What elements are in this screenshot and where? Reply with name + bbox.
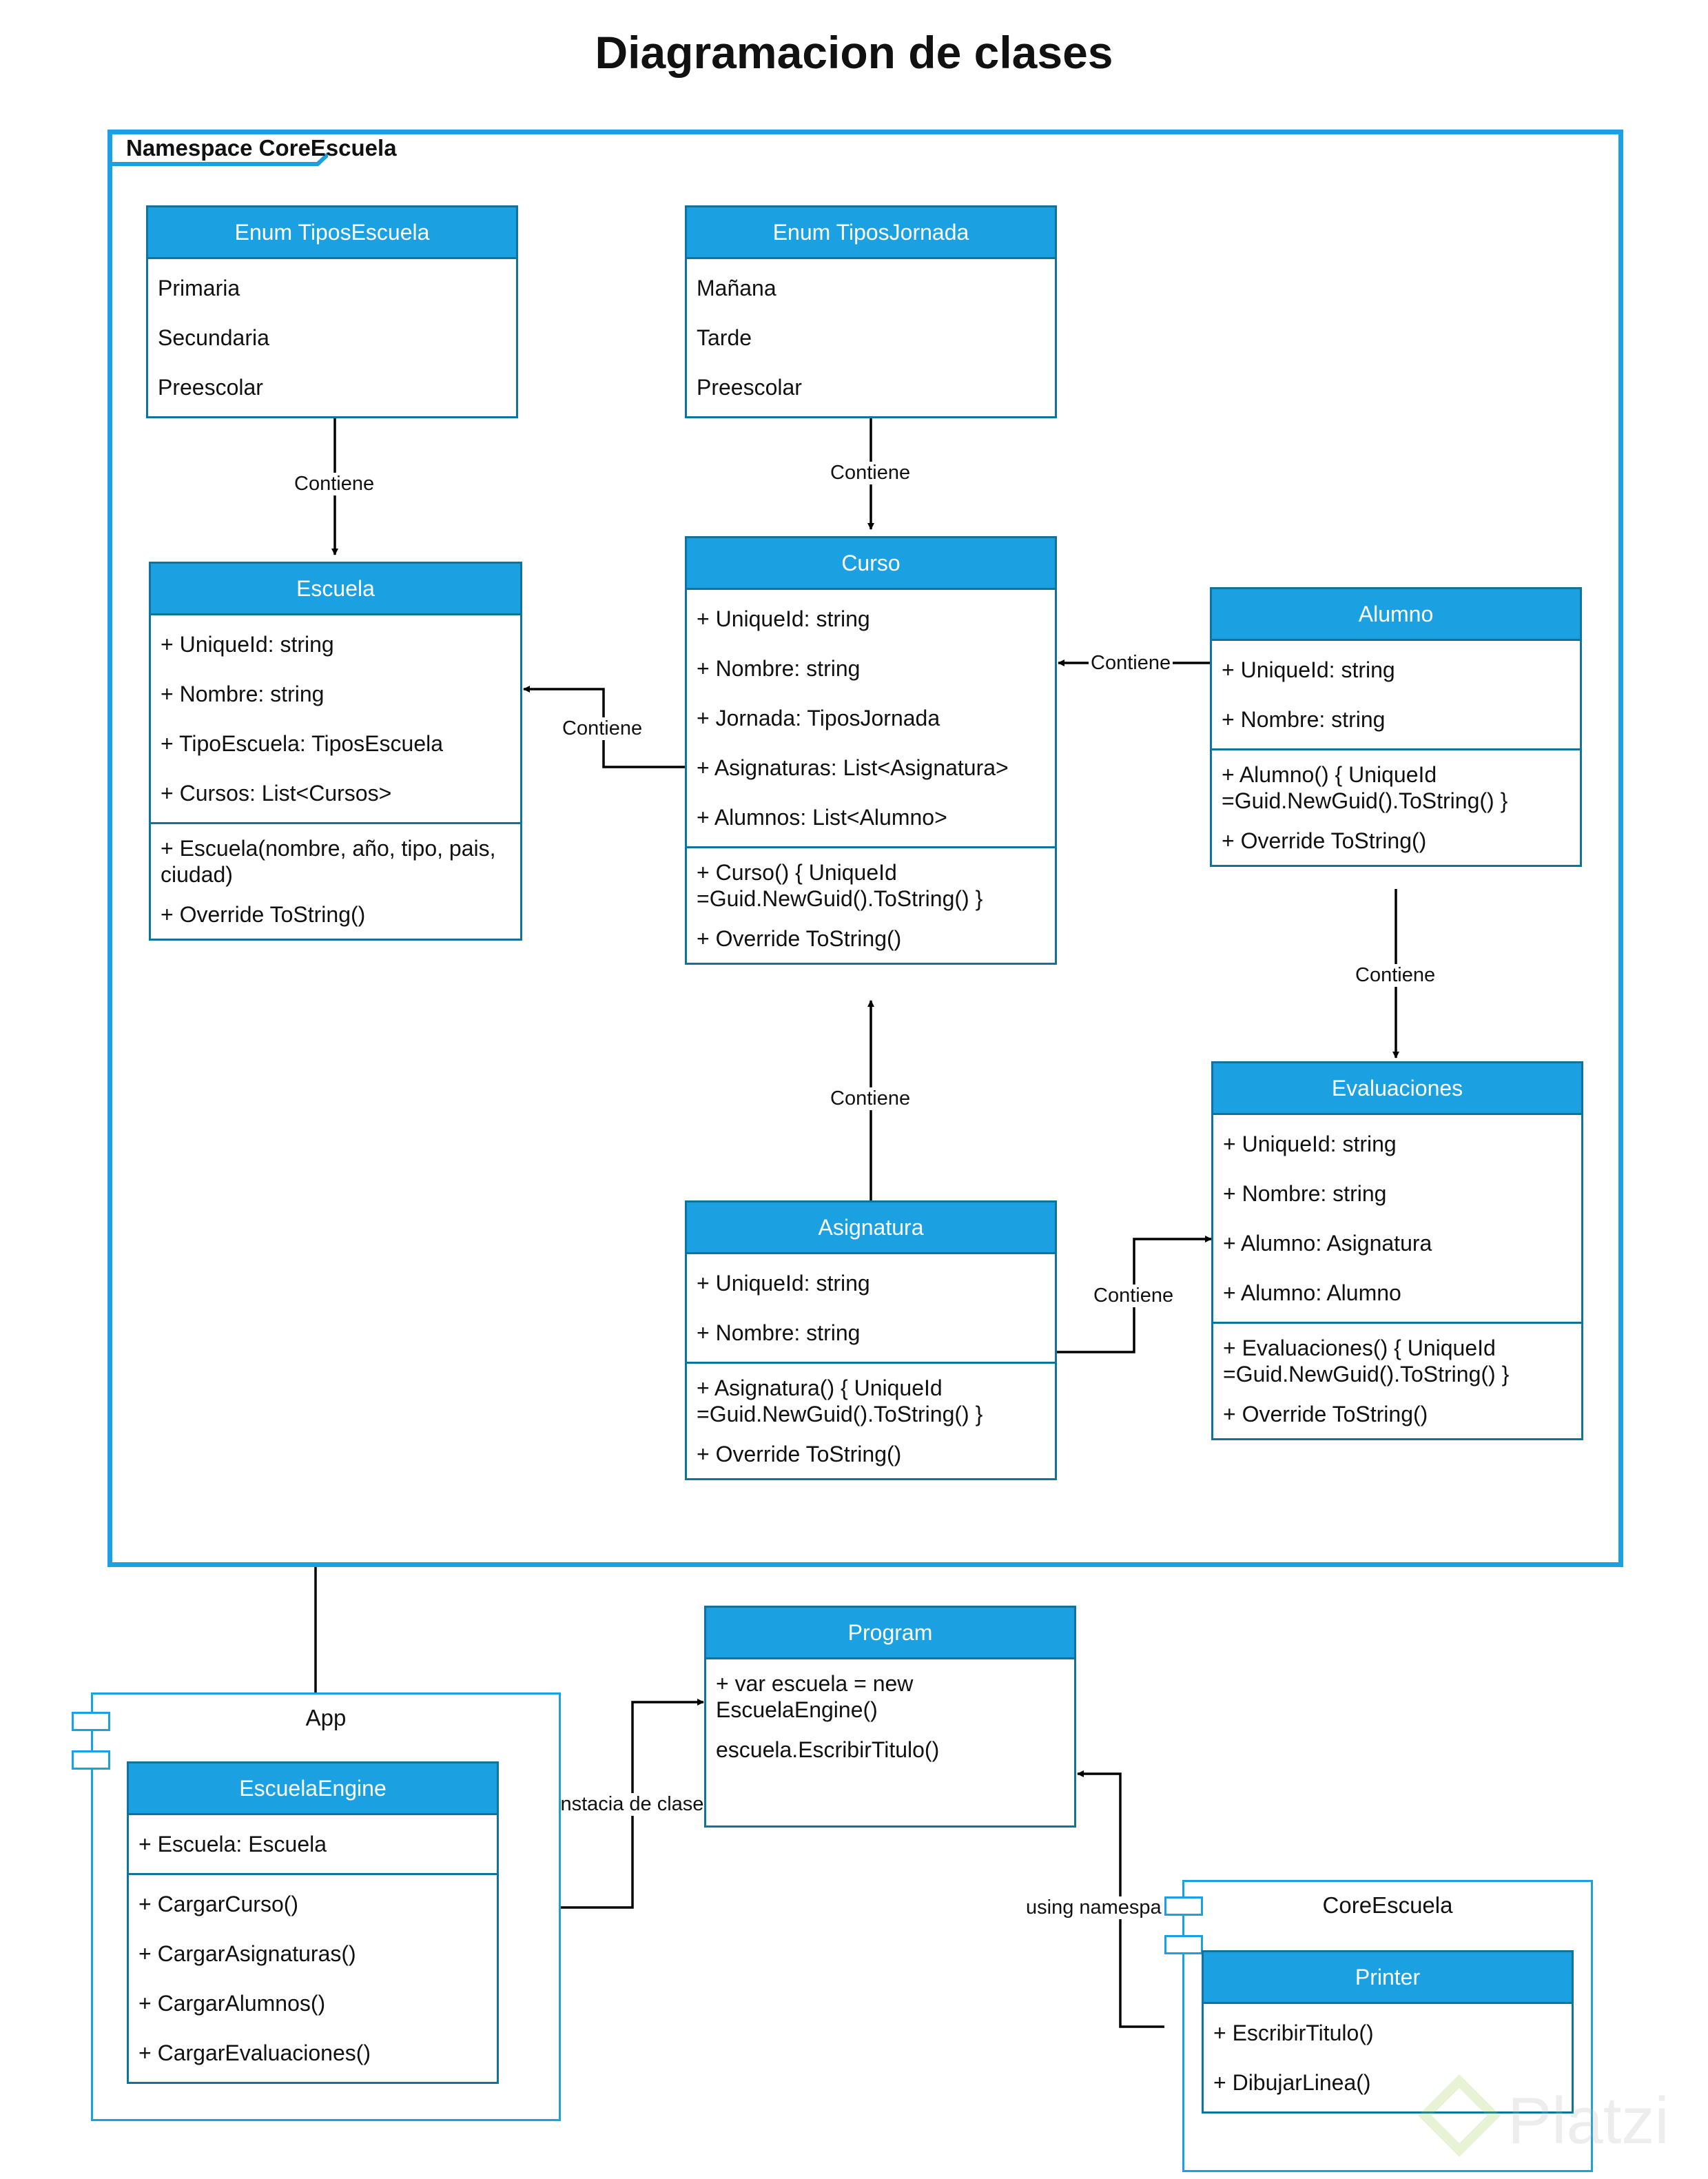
attribute: + TipoEscuela: TiposEscuela (161, 731, 444, 756)
method: + CargarCurso() (138, 1892, 299, 1916)
edge-label-contiene: Contiene (292, 473, 377, 495)
attribute: + Alumno: Asignatura (1223, 1231, 1432, 1256)
component-title: App (305, 1705, 347, 1730)
class-header: Evaluaciones (1213, 1063, 1581, 1115)
attribute: + Nombre: string (1223, 1181, 1387, 1206)
class-evaluaciones: Evaluaciones + UniqueId: string + Nombre… (1211, 1061, 1583, 1440)
enum-value: Mañana (697, 276, 776, 300)
class-header: Asignatura (687, 1203, 1055, 1254)
edge-label-contiene: Contiene (828, 462, 913, 484)
attribute: + Cursos: List<Cursos> (161, 781, 392, 806)
class-escuela: Escuela + UniqueId: string + Nombre: str… (149, 562, 522, 941)
class-header: EscuelaEngine (129, 1763, 497, 1815)
class-asignatura: Asignatura + UniqueId: string + Nombre: … (685, 1200, 1057, 1480)
enum-value: Secundaria (158, 325, 269, 350)
method: + CargarEvaluaciones() (138, 2040, 371, 2065)
attribute: + Alumnos: List<Alumno> (697, 805, 947, 830)
method: + Override ToString() (1223, 1402, 1428, 1426)
diagram-title: Diagramacion de clases (595, 27, 1113, 78)
class-header: Curso (687, 538, 1055, 590)
attribute: + Nombre: string (1222, 707, 1386, 732)
class-escuelaengine: EscuelaEngine + Escuela: Escuela + Carga… (127, 1761, 499, 2084)
method: + Override ToString() (697, 926, 902, 951)
component-port (1164, 1935, 1203, 1954)
attribute: + Jornada: TiposJornada (697, 706, 940, 730)
class-header: Printer (1204, 1952, 1572, 2004)
class-tiposjornada: Enum TiposJornada Mañana Tarde Preescola… (685, 205, 1057, 418)
method: + Escuela(nombre, año, tipo, pais, ciuda… (161, 836, 496, 887)
statement: escuela.EscribirTitulo() (716, 1737, 940, 1762)
statement: + var escuela = new EscuelaEngine() (716, 1671, 914, 1722)
method: + Override ToString() (697, 1442, 902, 1466)
attribute: + Escuela: Escuela (138, 1832, 327, 1856)
enum-value: Tarde (697, 325, 752, 350)
class-program: Program + var escuela = new EscuelaEngin… (704, 1606, 1076, 1828)
component-port (1164, 1896, 1203, 1916)
edge-label-contiene: Contiene (1353, 964, 1438, 987)
method: + Alumno() { UniqueId =Guid.NewGuid().To… (1222, 762, 1508, 813)
namespace-label: Namespace CoreEscuela (126, 135, 397, 161)
component-port (72, 1712, 110, 1731)
class-header: Enum TiposJornada (687, 207, 1055, 259)
attribute: + UniqueId: string (161, 632, 334, 657)
method: + Override ToString() (1222, 828, 1427, 853)
watermark-text: Platzi (1508, 2084, 1669, 2158)
class-header: Enum TiposEscuela (148, 207, 516, 259)
edge-label-contiene: Contiene (560, 717, 645, 740)
attribute: + Nombre: string (697, 1320, 861, 1345)
method: + Evaluaciones() { UniqueId =Guid.NewGui… (1223, 1336, 1510, 1387)
edge-label-contiene: Contiene (1091, 1285, 1176, 1307)
attribute: + Nombre: string (697, 656, 861, 681)
enum-value: Preescolar (697, 375, 802, 400)
attribute: + Asignaturas: List<Asignatura> (697, 755, 1009, 780)
component-title: CoreEscuela (1322, 1892, 1453, 1918)
method: + CargarAsignaturas() (138, 1941, 356, 1966)
method: + Curso() { UniqueId =Guid.NewGuid().ToS… (697, 860, 983, 911)
class-curso: Curso + UniqueId: string + Nombre: strin… (685, 536, 1057, 965)
class-tiposescuela: Enum TiposEscuela Primaria Secundaria Pr… (146, 205, 518, 418)
namespace-frame (107, 130, 1623, 1567)
edge-label-contiene: Contiene (1089, 652, 1173, 675)
namespace-tab (107, 152, 328, 166)
attribute: + Alumno: Alumno (1223, 1280, 1401, 1305)
platzi-logo-icon: Platzi (1418, 2074, 1669, 2158)
component-port (72, 1750, 110, 1770)
attribute: + UniqueId: string (1222, 657, 1395, 682)
method: + Asignatura() { UniqueId =Guid.NewGuid(… (697, 1375, 983, 1426)
enum-value: Preescolar (158, 375, 263, 400)
attribute: + UniqueId: string (697, 606, 870, 631)
class-header: Alumno (1212, 589, 1580, 641)
edge-label-contiene: Contiene (828, 1087, 913, 1110)
attribute: + UniqueId: string (1223, 1132, 1397, 1156)
method: + CargarAlumnos() (138, 1991, 326, 2016)
edge-label-instancia: instacia de clase (554, 1793, 706, 1816)
method: + EscribirTitulo() (1213, 2021, 1374, 2045)
attribute: + UniqueId: string (697, 1271, 870, 1296)
method: + DibujarLinea() (1213, 2070, 1371, 2095)
class-header: Program (706, 1608, 1074, 1659)
edge-label-using: using namespa (1024, 1896, 1164, 1919)
enum-value: Primaria (158, 276, 240, 300)
attribute: + Nombre: string (161, 682, 325, 706)
class-header: Escuela (151, 564, 520, 615)
class-alumno: Alumno + UniqueId: string + Nombre: stri… (1210, 587, 1582, 867)
class-printer: Printer + EscribirTitulo() + DibujarLine… (1202, 1950, 1574, 2114)
method: + Override ToString() (161, 902, 366, 927)
